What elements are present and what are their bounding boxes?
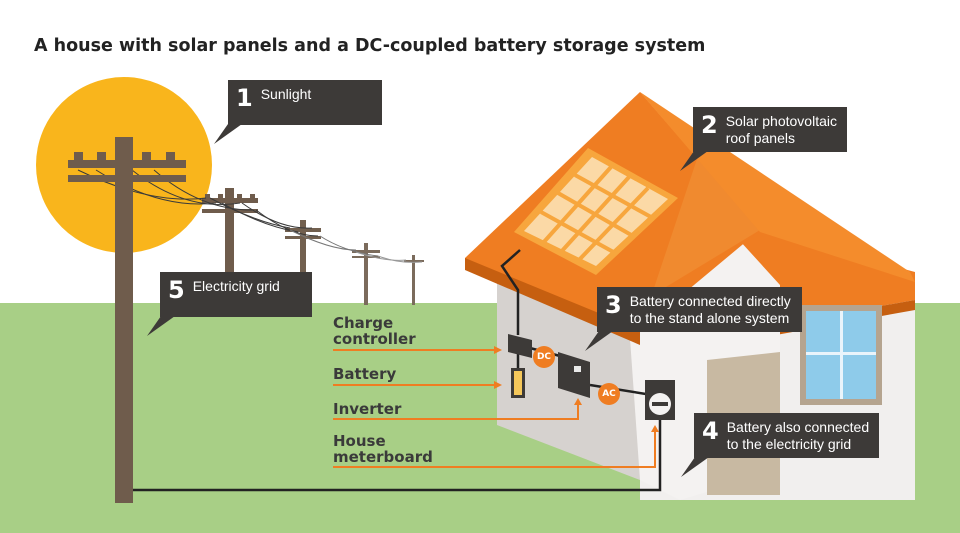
callout-pointer [147,316,175,336]
label-arrowheads [494,346,659,432]
callout-sunlight: 1 Sunlight [228,80,382,125]
callout-number: 5 [168,276,185,304]
callout-number: 2 [701,111,718,139]
diagram-title: A house with solar panels and a DC-coupl… [34,36,706,56]
callout-text: Sunlight [260,86,312,102]
callout-pointer [680,151,708,171]
utility-pole [68,137,186,503]
battery [511,368,525,398]
callout-number: 3 [605,291,622,319]
callout-pointer [681,457,709,477]
label-battery: Battery [333,365,397,383]
distant-pole [202,188,258,308]
callout-pointer [585,331,613,351]
callout-electricity-grid: 5 Electricity grid [160,272,312,317]
distant-pole [352,243,380,305]
distant-pole [285,220,321,305]
ac-badge: AC [598,383,620,405]
inverter [558,352,590,398]
callout-number: 4 [702,417,719,445]
solar-panel [514,148,678,275]
distant-pole [404,255,424,305]
label-pointers [333,349,656,468]
dc-badge: DC [533,346,555,368]
label-inverter: Inverter [333,400,402,418]
callout-number: 1 [236,84,253,112]
callout-text: Electricity grid [192,278,280,294]
callout-pointer [214,124,242,144]
charge-controller [508,334,532,358]
meterboard [645,380,675,420]
